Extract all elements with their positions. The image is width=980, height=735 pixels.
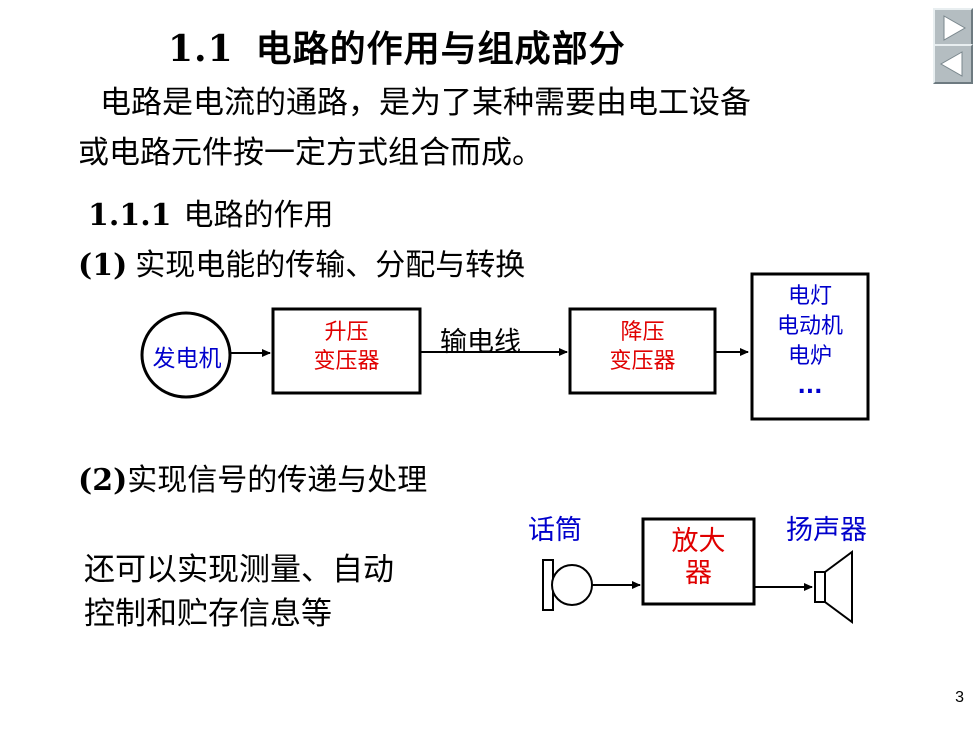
load-lamp: 电灯	[787, 284, 832, 309]
step-down-line-1: 降压	[620, 320, 665, 345]
loads-box	[750, 272, 870, 421]
item-1-text: 实现电能的传输、分配与转换	[135, 248, 526, 283]
step-down-label: 降压 变压器	[570, 318, 715, 376]
item-1-heading: (1)实现电能的传输、分配与转换	[78, 240, 525, 284]
microphone-icon	[551, 564, 593, 606]
step-up-transformer-box	[271, 307, 422, 395]
item-2-heading: (2)实现信号的传递与处理	[78, 455, 427, 499]
item-2-number: (2)	[78, 463, 128, 498]
generator-circle	[140, 311, 232, 399]
step-down-line-2: 变压器	[609, 349, 676, 374]
slide-title: 1.1 电路的作用与组成部分	[168, 20, 626, 72]
item-1-number: (1)	[78, 248, 128, 283]
generator-label: 发电机	[152, 346, 222, 372]
page-number: 3	[955, 689, 964, 706]
section-heading: 1.1.1 电路的作用	[88, 190, 334, 234]
amplifier-label: 放大 器	[643, 526, 754, 590]
speaker-icon	[814, 550, 853, 624]
next-slide-button[interactable]	[933, 8, 973, 48]
section-number: 1.1.1	[88, 198, 172, 233]
play-right-icon	[943, 15, 967, 41]
step-up-line-2: 变压器	[313, 349, 380, 374]
section-text: 电路的作用	[183, 198, 334, 233]
intro-paragraph: 电路是电流的通路，是为了某种需要由电工设备 或电路元件按一定方式组合而成。	[78, 78, 918, 178]
step-up-label: 升压 变压器	[273, 318, 420, 376]
transmission-line-label: 输电线	[440, 327, 521, 358]
intro-line-1: 电路是电流的通路，是为了某种需要由电工设备	[100, 85, 751, 121]
item-2-text: 实现信号的传递与处理	[127, 463, 428, 498]
microphone-label: 话筒	[528, 515, 582, 546]
play-left-icon	[939, 51, 963, 77]
step-up-line-1: 升压	[324, 320, 369, 345]
load-ellipsis: ...	[797, 374, 823, 399]
title-text: 电路的作用与组成部分	[255, 28, 626, 70]
prev-slide-button[interactable]	[933, 44, 973, 84]
extra-functions-text: 还可以实现测量、自动 控制和贮存信息等	[84, 548, 504, 636]
extra-line-2: 控制和贮存信息等	[84, 596, 332, 632]
amplifier-line-2: 器	[685, 558, 712, 589]
amplifier-box	[641, 517, 756, 606]
load-motor: 电动机	[776, 314, 843, 339]
extra-line-1: 还可以实现测量、自动	[84, 552, 394, 588]
title-number: 1.1	[168, 28, 234, 70]
load-furnace: 电炉	[787, 344, 832, 369]
loads-label: 电灯 电动机 电炉 ...	[752, 282, 868, 402]
speaker-label: 扬声器	[786, 515, 867, 546]
intro-line-2: 或电路元件按一定方式组合而成。	[78, 135, 543, 171]
amplifier-line-1: 放大	[671, 526, 726, 557]
